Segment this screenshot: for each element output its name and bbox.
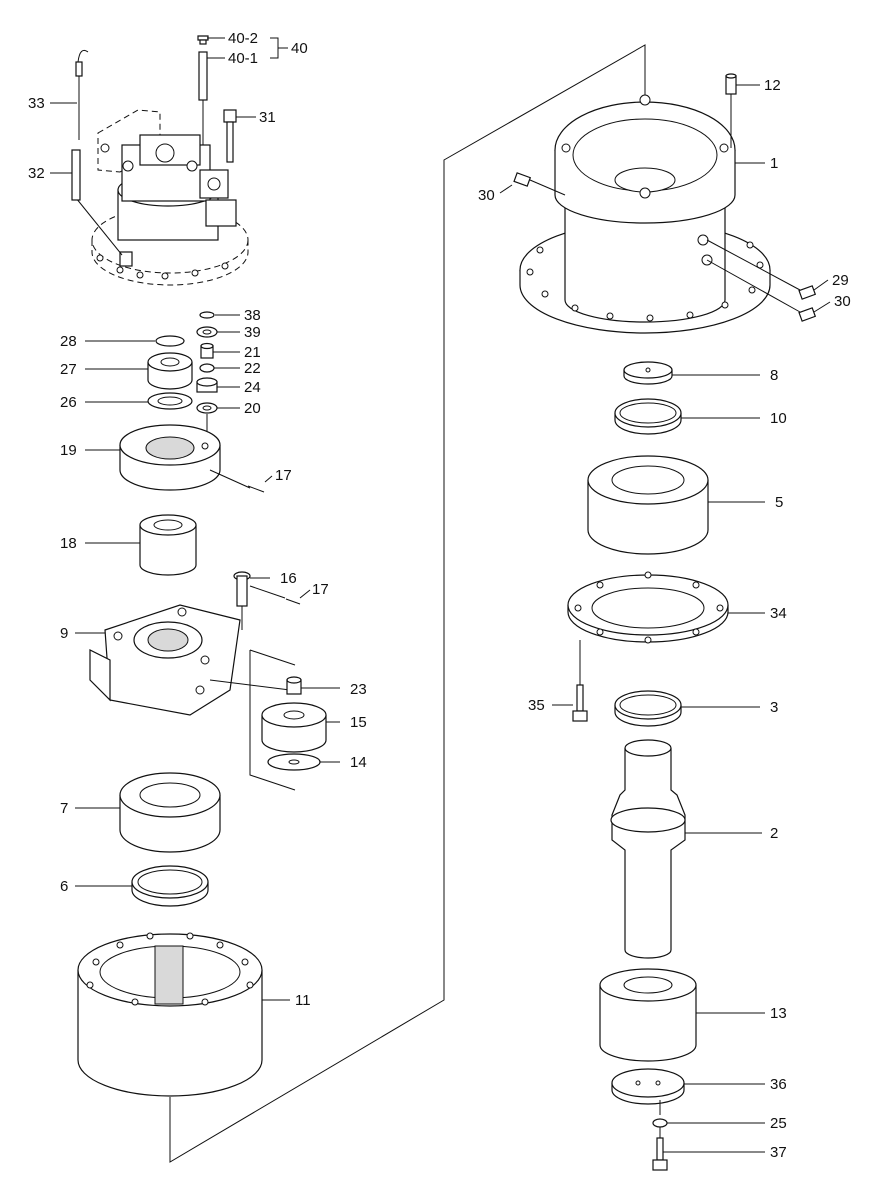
part-18-coupling <box>85 514 197 576</box>
label-part-16: 16 <box>280 570 297 587</box>
part-37-bolt <box>652 1137 765 1171</box>
label-part-10: 10 <box>770 410 787 427</box>
part-30-plug-left <box>499 172 532 194</box>
part-17-pin-lower <box>249 585 311 605</box>
label-part-20: 20 <box>244 400 261 417</box>
label-part-36: 36 <box>770 1076 787 1093</box>
part-5-bearing <box>587 455 765 555</box>
part-6-seal-ring <box>75 865 209 907</box>
label-part-12: 12 <box>764 77 781 94</box>
label-part-40: 40 <box>291 40 308 57</box>
label-part-30-right: 30 <box>834 293 851 310</box>
part-16-pin <box>233 571 270 630</box>
label-part-33: 33 <box>28 95 45 112</box>
label-part-38: 38 <box>244 307 261 324</box>
part-25-washer <box>652 1118 765 1140</box>
part-31-bolt <box>223 109 256 163</box>
part-24-planet-gear <box>196 377 240 393</box>
part-3-seal-ring <box>614 690 760 727</box>
label-part-7: 7 <box>60 800 68 817</box>
part-10-seal-ring <box>614 398 760 435</box>
label-part-28: 28 <box>60 333 77 350</box>
label-part-18: 18 <box>60 535 77 552</box>
label-part-39: 39 <box>244 324 261 341</box>
part-26-thrust-washer <box>85 392 193 410</box>
part-20-washer <box>196 402 240 414</box>
label-part-27: 27 <box>60 361 77 378</box>
label-part-3: 3 <box>770 699 778 716</box>
part-15-planet-gear <box>261 702 340 753</box>
part-7-bearing <box>75 772 221 853</box>
label-part-29: 29 <box>832 272 849 289</box>
label-part-17-upper: 17 <box>275 467 292 484</box>
part-34-flange-ring <box>567 571 765 690</box>
part-40-plug-and-pin <box>197 35 288 145</box>
part-33-dipstick <box>50 49 89 140</box>
label-part-22: 22 <box>244 360 261 377</box>
part-39-washer <box>196 326 240 338</box>
label-part-21: 21 <box>244 344 261 361</box>
part-9-carrier <box>75 604 291 716</box>
part-23-needle-bearing <box>286 676 340 695</box>
part-22-ring <box>199 363 240 373</box>
label-part-35: 35 <box>528 697 545 714</box>
part-1-housing <box>519 94 771 334</box>
label-part-13: 13 <box>770 1005 787 1022</box>
part-14-thrust-washer <box>267 753 340 771</box>
label-part-26: 26 <box>60 394 77 411</box>
label-part-23: 23 <box>350 681 367 698</box>
part-21-bushing <box>200 342 240 359</box>
part-27-sun-gear <box>85 352 193 390</box>
label-part-40-2: 40-2 <box>228 30 258 47</box>
label-part-9: 9 <box>60 625 68 642</box>
part-29-plug <box>706 239 829 300</box>
part-2-pinion-shaft <box>610 739 762 959</box>
part-32-pipe <box>50 149 81 201</box>
part-30-plug-right <box>706 259 831 322</box>
label-part-19: 19 <box>60 442 77 459</box>
label-part-17-lower: 17 <box>312 581 329 598</box>
part-13-pinion-gear <box>599 968 765 1062</box>
label-part-37: 37 <box>770 1144 787 1161</box>
label-part-31: 31 <box>259 109 276 126</box>
part-38-ring <box>199 311 240 319</box>
label-part-14: 14 <box>350 754 367 771</box>
label-part-25: 25 <box>770 1115 787 1132</box>
part-17-pin-upper <box>247 475 273 493</box>
label-part-1: 1 <box>770 155 778 172</box>
label-part-11: 11 <box>295 992 311 1009</box>
part-8-plate <box>623 361 760 385</box>
label-part-5: 5 <box>775 494 783 511</box>
part-28-snap-ring <box>85 335 185 347</box>
assembly-connection-line <box>169 44 646 1163</box>
swing-motor-assembly <box>75 109 249 286</box>
part-12-dowel-pin <box>725 73 760 148</box>
label-part-34: 34 <box>770 605 787 622</box>
label-part-15: 15 <box>350 714 367 731</box>
label-part-40-1: 40-1 <box>228 50 258 67</box>
label-part-6: 6 <box>60 878 68 895</box>
label-part-2: 2 <box>770 825 778 842</box>
part-35-bolt <box>552 684 588 722</box>
part-36-end-plate <box>611 1068 765 1115</box>
label-part-32: 32 <box>28 165 45 182</box>
label-part-8: 8 <box>770 367 778 384</box>
part-19-carrier <box>85 424 251 491</box>
part-11-ring-gear <box>77 932 290 1097</box>
label-part-30-left: 30 <box>478 187 495 204</box>
label-part-24: 24 <box>244 379 261 396</box>
